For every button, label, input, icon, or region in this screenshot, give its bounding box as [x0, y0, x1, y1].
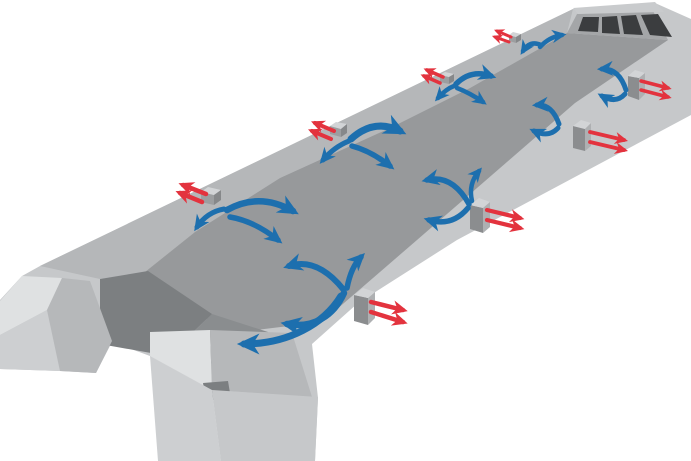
vent-airflow-arrow — [178, 182, 209, 197]
interior-airflow-arrow — [597, 91, 628, 108]
side-vent-right-4-face — [628, 70, 645, 78]
right-block-inner-right — [210, 330, 312, 397]
interior-airflow-arrow — [347, 114, 407, 143]
right-block-inner-left — [150, 330, 212, 390]
vent-airflow-arrow — [484, 217, 525, 233]
vent-airflow-arrows — [175, 29, 672, 326]
left-block-front — [0, 310, 60, 371]
side-vent-left-4-face — [509, 32, 521, 37]
side-vent-right-2-face — [470, 205, 483, 233]
vent-airflow-arrow — [423, 68, 445, 79]
side-vent-right-1-face — [354, 295, 368, 325]
interior-airflow-arrow — [529, 125, 561, 143]
side-vent-right-3-face — [585, 123, 591, 151]
side-vent-left-3-face — [449, 74, 454, 84]
interior-airflow-arrow — [227, 214, 283, 244]
side-vent-left-1-face — [214, 190, 221, 205]
vent-airflow-arrow — [588, 130, 628, 144]
exhaust-fan-opening-1 — [578, 17, 599, 32]
vent-airflow-arrow — [175, 190, 205, 205]
interior-airflow-arrows — [194, 29, 629, 355]
vent-airflow-arrow — [588, 140, 628, 154]
vent-airflow-arrow — [308, 128, 333, 141]
vent-airflow-arrow — [494, 29, 513, 39]
right-block-outer-left — [150, 356, 221, 461]
interior-airflow-arrow — [319, 138, 352, 164]
vent-airflow-arrow — [368, 299, 408, 315]
interior-airflow-arrow — [537, 29, 567, 50]
interior-airflow-arrow — [467, 167, 482, 204]
interior-airflow-arrow — [344, 253, 365, 291]
side-vent-right-2 — [470, 198, 490, 233]
side-vent-left-4-face — [516, 34, 521, 43]
interior-airflow-arrow — [194, 206, 227, 232]
vent-airflow-arrow — [484, 207, 525, 223]
left-block-top — [0, 276, 62, 335]
side-vent-right-3 — [573, 120, 591, 151]
exhaust-fan-opening-3 — [621, 15, 643, 35]
side-vent-right-1 — [354, 288, 375, 325]
interior-airflow-arrow — [423, 205, 471, 232]
side-vent-right-1-face — [354, 288, 375, 298]
side-vent-left-2-face — [341, 124, 347, 137]
side-vent-left-2-face — [330, 122, 347, 129]
vent-airflow-arrow — [639, 88, 672, 101]
interior-airflow-arrow — [596, 60, 629, 93]
interior-airflow-arrow — [434, 83, 457, 102]
right-block-outer-right — [212, 390, 318, 461]
interior-airflow-arrow — [454, 85, 487, 105]
end-wall-ledge — [573, 2, 664, 14]
vent-airflow-arrow — [368, 309, 408, 326]
interior-airflow-arrow — [283, 253, 346, 292]
side-vent-right-2-face — [470, 198, 490, 208]
exhaust-fan-opening-2 — [602, 16, 620, 34]
side-vent-right-3-face — [573, 126, 585, 151]
vent-airflow-arrow — [491, 34, 511, 44]
interior-airflow-arrow — [349, 143, 395, 170]
interior-airflow-arrow — [236, 292, 345, 355]
exhaust-fan-opening-4 — [641, 14, 672, 37]
vent-airflow-arrow — [639, 79, 672, 92]
interior-airflow-arrow — [520, 38, 544, 55]
vent-airflow-arrow — [311, 120, 336, 133]
side-vent-right-4-face — [628, 76, 639, 100]
interior-airflow-arrow — [421, 169, 472, 207]
left-block-right — [47, 278, 112, 373]
side-vent-right-4 — [628, 70, 645, 100]
interior-airflow-arrow — [453, 64, 497, 87]
interior-airflow-arrow — [531, 96, 562, 127]
interior-airflow-arrow — [223, 195, 299, 215]
side-vent-right-3-face — [573, 120, 591, 129]
vent-airflow-arrow — [420, 74, 442, 85]
